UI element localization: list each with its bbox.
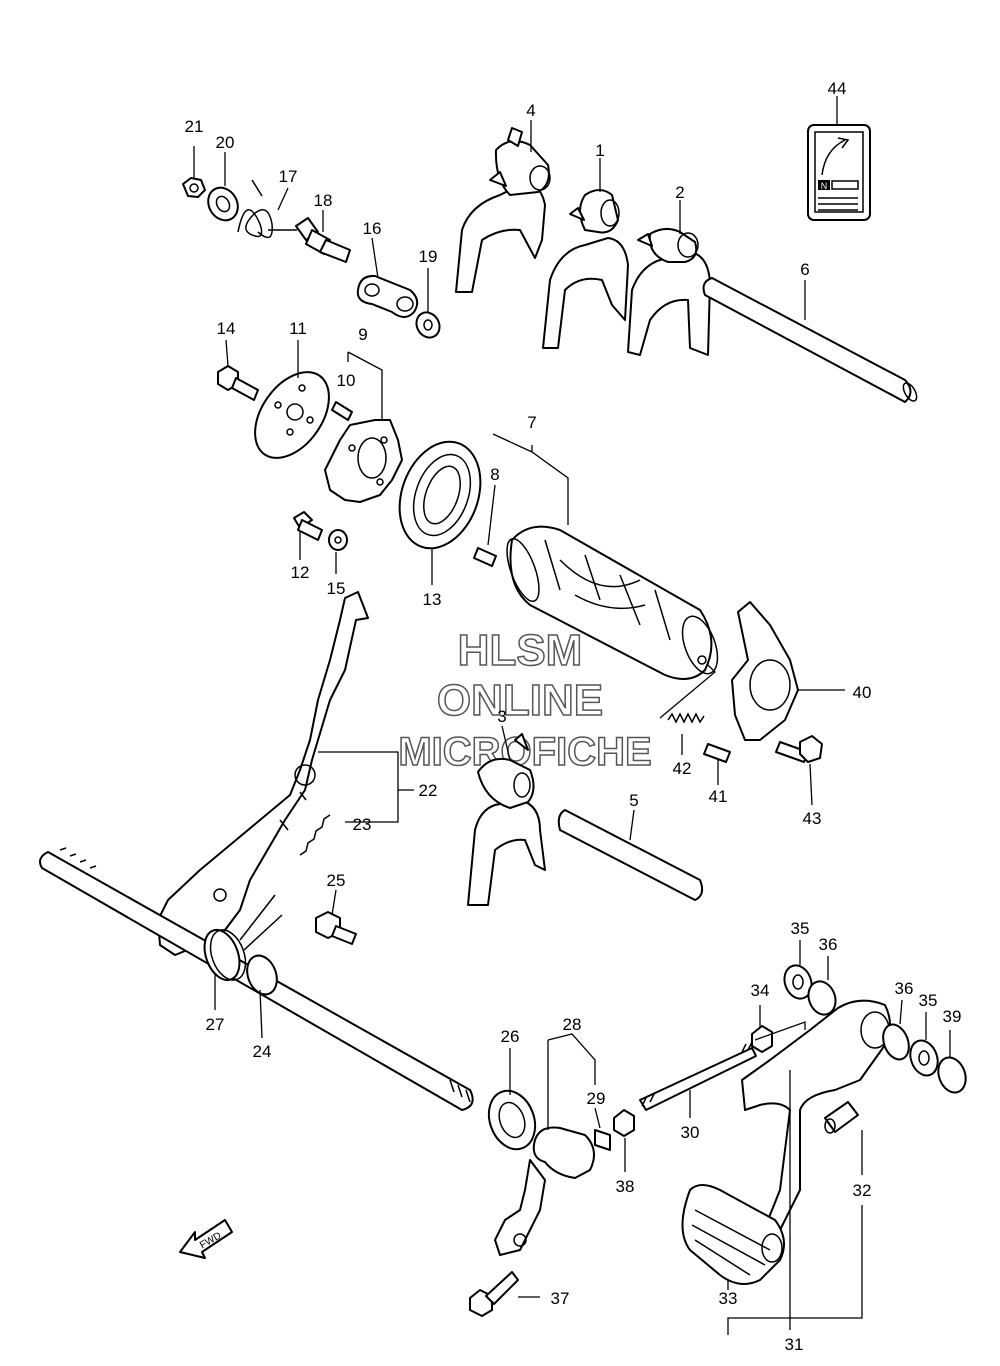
part-14-bolt[interactable] (217, 365, 259, 401)
callout-32: 32 (853, 1181, 872, 1200)
callout-1: 1 (595, 141, 604, 160)
callout-41: 41 (709, 787, 728, 806)
callout-35-upper: 35 (791, 919, 810, 938)
part-6-shift-shaft[interactable] (702, 277, 920, 403)
part-36-o-ring-right[interactable] (879, 1021, 914, 1063)
callout-21: 21 (185, 117, 204, 136)
part-41-pin[interactable] (703, 743, 731, 763)
callout-10: 10 (337, 371, 356, 390)
part-24-collar[interactable] (242, 951, 282, 998)
callout-9: 9 (358, 325, 367, 344)
part-33-footpeg-rubber[interactable] (681, 1184, 785, 1285)
part-44-label-plate[interactable]: N (807, 124, 871, 221)
callout-numbers: 1 2 3 4 5 6 7 8 9 10 11 12 13 14 15 16 1… (185, 79, 962, 1354)
part-22-gearshift-arm[interactable] (157, 591, 369, 956)
part-12-bolt[interactable] (293, 511, 323, 541)
callout-28: 28 (563, 1015, 582, 1034)
callout-27: 27 (206, 1015, 225, 1034)
callout-24: 24 (253, 1042, 272, 1061)
part-20-washer[interactable] (202, 182, 243, 225)
callout-33: 33 (719, 1289, 738, 1308)
label-plate-letter: N (821, 181, 828, 191)
callout-8: 8 (490, 465, 499, 484)
part-23-spring[interactable] (299, 814, 331, 856)
callout-36-right: 36 (895, 979, 914, 998)
callout-34: 34 (751, 981, 770, 1000)
callout-37: 37 (551, 1289, 570, 1308)
part-26-seal[interactable] (481, 1084, 543, 1155)
callout-4: 4 (526, 101, 535, 120)
callout-38: 38 (616, 1177, 635, 1196)
callout-15: 15 (327, 579, 346, 598)
callout-13: 13 (423, 590, 442, 609)
callout-18: 18 (314, 191, 333, 210)
part-34-nut[interactable] (751, 1025, 773, 1053)
callout-5: 5 (629, 791, 638, 810)
callout-29: 29 (587, 1089, 606, 1108)
callout-7: 7 (527, 413, 536, 432)
part-30-tie-rod[interactable] (639, 1041, 757, 1111)
callout-42: 42 (673, 759, 692, 778)
part-17-spring[interactable] (237, 179, 297, 239)
part-27-spring[interactable] (198, 894, 283, 985)
part-37-bolt[interactable] (469, 1271, 519, 1317)
part-9-cam-stopper[interactable] (324, 419, 403, 503)
callout-44: 44 (828, 79, 847, 98)
part-35-washer-upper[interactable] (780, 962, 816, 1003)
callout-25: 25 (327, 871, 346, 890)
callout-12: 12 (291, 563, 310, 582)
callout-40: 40 (853, 683, 872, 702)
leader-lines (193, 96, 951, 1335)
fwd-arrow: FWD (179, 1219, 233, 1259)
callout-30: 30 (681, 1123, 700, 1142)
callout-11: 11 (289, 319, 307, 338)
part-15-washer[interactable] (328, 529, 348, 551)
part-13-bearing[interactable] (385, 430, 494, 559)
part-10-pin[interactable] (331, 401, 353, 421)
part-36-o-ring-upper[interactable] (804, 978, 840, 1019)
fwd-label: FWD (198, 1230, 223, 1251)
callout-26: 26 (501, 1027, 520, 1046)
part-39-circlip[interactable] (934, 1054, 971, 1097)
part-43-bolt[interactable] (775, 735, 823, 763)
part-19-washer[interactable] (412, 308, 444, 342)
part-4-shift-fork[interactable] (455, 127, 551, 293)
callout-16: 16 (363, 219, 382, 238)
callout-36-upper: 36 (819, 935, 838, 954)
part-42-spring[interactable] (667, 712, 705, 724)
callout-35-right: 35 (919, 991, 938, 1010)
part-7-gearshift-cam[interactable] (500, 525, 724, 680)
callout-19: 19 (419, 247, 438, 266)
callout-31: 31 (785, 1335, 804, 1354)
callout-43: 43 (803, 809, 822, 828)
part-32-pivot-bolt[interactable] (824, 1101, 859, 1134)
part-1-shift-fork[interactable] (542, 189, 629, 349)
part-35-washer-right[interactable] (906, 1037, 943, 1080)
part-21-nut[interactable] (182, 177, 206, 198)
callout-2: 2 (675, 183, 684, 202)
callout-22: 22 (419, 781, 438, 800)
part-25-bolt[interactable] (315, 911, 357, 945)
callout-3: 3 (497, 707, 506, 726)
part-3-shift-fork[interactable] (467, 733, 546, 906)
callout-20: 20 (216, 133, 235, 152)
part-5-shift-shaft[interactable] (557, 809, 704, 901)
callout-39: 39 (943, 1007, 962, 1026)
part-11-plate[interactable] (240, 358, 344, 471)
watermark-line-1: HLSM (458, 626, 583, 675)
part-2-shift-fork[interactable] (627, 228, 711, 356)
callout-6: 6 (800, 260, 809, 279)
part-16-link[interactable] (356, 274, 419, 318)
callout-14: 14 (217, 319, 236, 338)
part-40-bracket[interactable] (731, 601, 799, 741)
part-38-nut[interactable] (613, 1109, 635, 1137)
watermark-line-2: ONLINE (437, 676, 603, 725)
callout-23: 23 (353, 815, 372, 834)
callout-17: 17 (279, 167, 298, 186)
part-8-pin[interactable] (473, 547, 497, 567)
part-18-bolt[interactable] (295, 217, 351, 263)
part-28-rod-end[interactable] (494, 1126, 611, 1256)
